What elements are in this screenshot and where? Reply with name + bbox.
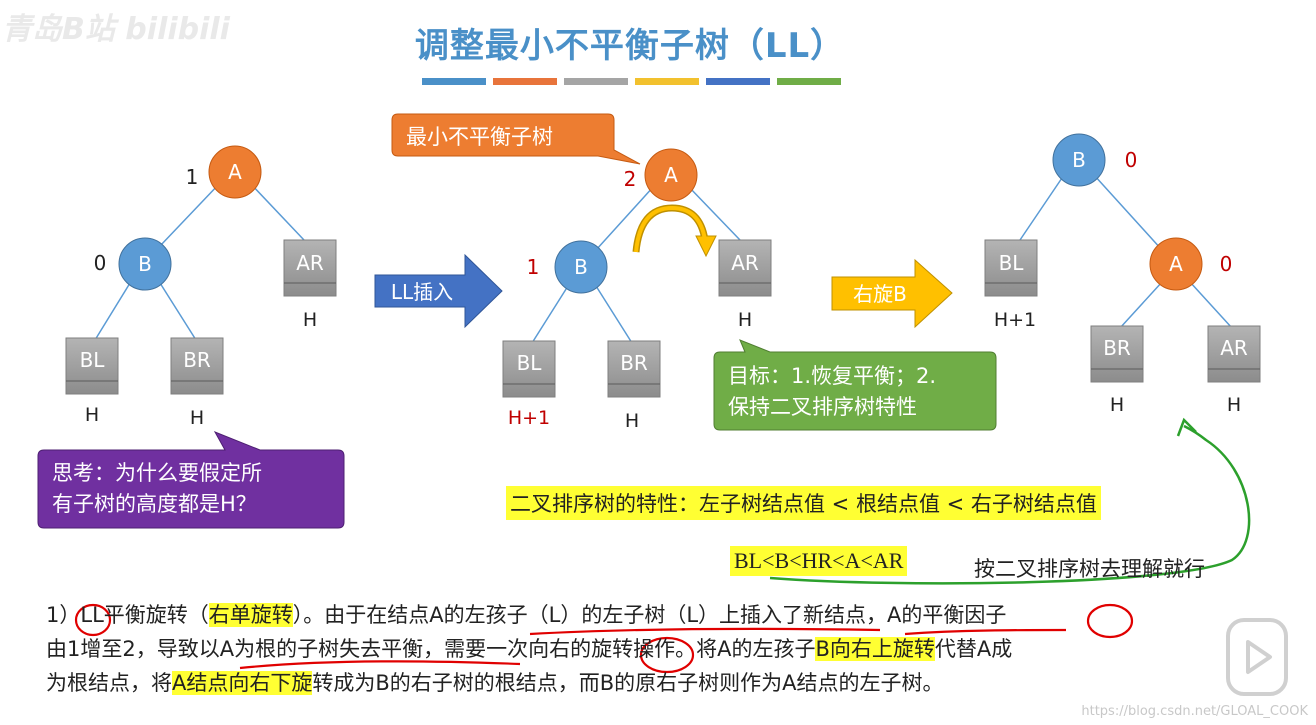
subtree-br — [1090, 325, 1144, 383]
explanation-paragraph: 1）LL平衡旋转（右单旋转）。由于在结点A的左孩子（L）的左子树（L）上插入了新… — [46, 598, 1256, 700]
subtree-bl-label: BL — [80, 348, 106, 372]
svg-text:H+1: H+1 — [508, 407, 550, 429]
node-b — [1052, 133, 1106, 187]
subtree-ar — [283, 239, 337, 297]
think-text-line1: 思考：为什么要假定所 — [52, 461, 262, 485]
svg-text:H: H — [1227, 394, 1241, 416]
play-button-icon[interactable] — [1222, 612, 1292, 702]
node-b-label: B — [138, 252, 152, 276]
slide-title: 调整最小不平衡子树（LL） — [414, 26, 846, 66]
subtree-br-label: BR — [183, 348, 211, 372]
node-b — [118, 237, 172, 291]
height-bl: H — [85, 404, 99, 426]
subtree-bl — [984, 239, 1038, 297]
balance-factor-a: 2 — [624, 167, 637, 191]
para-line-1: 1）LL平衡旋转（右单旋转）。由于在结点A的左孩子（L）的左子树（L）上插入了新… — [46, 603, 1007, 627]
svg-text:BL: BL — [517, 351, 543, 375]
svg-text:BR: BR — [620, 351, 648, 375]
bilibili-watermark: 青岛B站 bilibili — [2, 12, 230, 47]
title-bar-segment — [635, 78, 699, 85]
node-a — [208, 145, 262, 199]
title-bar-segment — [564, 78, 628, 85]
svg-text:H: H — [1110, 394, 1124, 416]
subtree-bl — [65, 337, 119, 395]
svg-text:右旋B: 右旋B — [853, 282, 907, 306]
svg-text:A: A — [664, 163, 678, 187]
callout-goal — [713, 339, 997, 431]
rotate-right-arrow: 右旋B — [831, 258, 953, 329]
tree-before-insert: A 1 B 0 AR H BL H BR H — [65, 145, 337, 429]
bst-inequality: BL<B<HR<A<AR — [730, 546, 908, 576]
balance-factor-a: 0 — [1220, 252, 1233, 276]
height-ar: H — [303, 309, 317, 331]
callout-think — [37, 431, 345, 529]
source-url: https://blog.csdn.net/GLOAL_COOK — [1081, 704, 1308, 719]
callout-min-unbalanced: 最小不平衡子树 — [391, 113, 641, 165]
title-bar-segment — [706, 78, 770, 85]
handdrawn-green-arrow — [769, 417, 1251, 585]
balance-factor-b: 1 — [527, 255, 540, 279]
para-line-3: 为根结点，将A结点向右下旋转成为B的右子树的根结点，而B的原右子树则作为A结点的… — [46, 671, 944, 695]
think-text-line2: 有子树的高度都是H？ — [52, 492, 257, 516]
node-a-label: A — [228, 160, 242, 184]
title-bar-segment — [493, 78, 557, 85]
para-line-2: 由1增至2，导致以A为根的子树失去平衡，需要一次向右的旋转操作。将A的左孩子B向… — [46, 637, 1013, 661]
svg-text:H: H — [738, 309, 752, 331]
svg-text:B: B — [1072, 148, 1086, 172]
svg-text:AR: AR — [731, 251, 759, 275]
balance-factor-a: 1 — [186, 165, 199, 189]
tree-after-rotation: B 0 A 0 BL H+1 BR H AR H — [984, 133, 1261, 416]
bst-property: 二叉排序树的特性：左子树结点值 < 根结点值 < 右子树结点值 — [506, 486, 1101, 520]
ll-insert-arrow: LL插入 — [374, 253, 503, 329]
handwritten-note: 按二叉排序树去理解就行 — [974, 557, 1205, 581]
title-bar-segment — [422, 78, 486, 85]
svg-text:B: B — [574, 255, 588, 279]
node-a — [644, 148, 698, 202]
node-a — [1149, 237, 1203, 291]
svg-text:A: A — [1169, 252, 1183, 276]
svg-text:AR: AR — [1220, 336, 1248, 360]
title-bar-segment — [777, 78, 841, 85]
svg-text:H+1: H+1 — [994, 309, 1036, 331]
subtree-ar — [1207, 325, 1261, 383]
tree-after-insert: A 2 B 1 AR H BL H+1 BR H — [502, 148, 772, 432]
goal-text-line2: 保持二叉排序树特性 — [728, 395, 917, 419]
svg-text:最小不平衡子树: 最小不平衡子树 — [406, 125, 553, 149]
subtree-bl — [502, 340, 556, 398]
node-b — [554, 240, 608, 294]
goal-text-line1: 目标：1.恢复平衡；2. — [728, 364, 937, 388]
svg-text:BL: BL — [999, 251, 1025, 275]
handdrawn-red-marks — [74, 603, 1134, 674]
title-color-bar — [422, 78, 841, 85]
balance-factor-b: 0 — [1125, 148, 1138, 172]
subtree-ar — [718, 239, 772, 297]
height-br: H — [190, 407, 204, 429]
svg-text:BR: BR — [1103, 336, 1131, 360]
svg-text:LL插入: LL插入 — [391, 280, 453, 304]
subtree-br — [607, 340, 661, 398]
subtree-br — [170, 337, 224, 395]
svg-text:H: H — [625, 410, 639, 432]
subtree-ar-label: AR — [296, 251, 324, 275]
balance-factor-b: 0 — [94, 251, 107, 275]
